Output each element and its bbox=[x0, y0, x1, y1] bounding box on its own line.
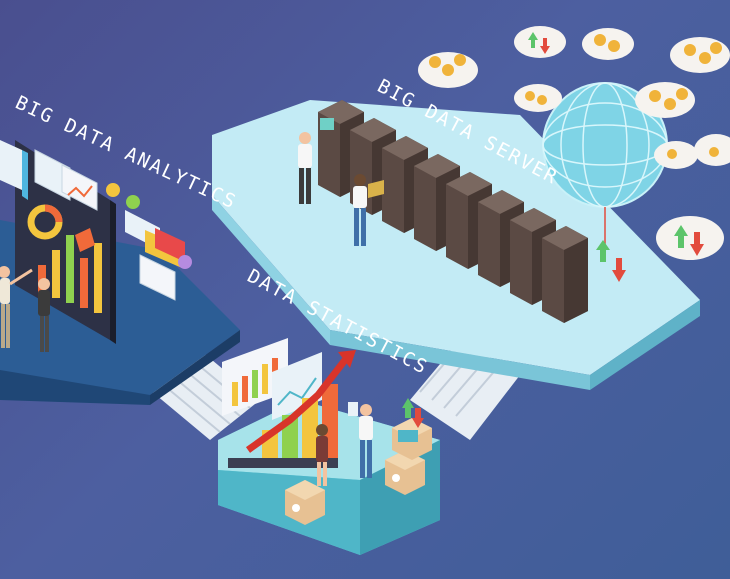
arrow-up-icon bbox=[674, 225, 688, 248]
person-icon bbox=[38, 278, 50, 352]
clouds bbox=[418, 26, 730, 260]
person-icon bbox=[298, 132, 312, 204]
arrow-down-icon bbox=[412, 408, 424, 428]
cloud-icon bbox=[654, 141, 698, 169]
cloud-icon bbox=[670, 37, 730, 73]
person-icon bbox=[316, 424, 328, 486]
server-people bbox=[298, 132, 384, 246]
cloud-icon bbox=[694, 134, 730, 166]
arrow-down-icon bbox=[612, 258, 626, 282]
box-icon bbox=[392, 418, 432, 460]
person-icon bbox=[0, 266, 33, 348]
analytics-cards bbox=[0, 140, 192, 301]
statistics-content bbox=[222, 338, 432, 525]
cloud-icon bbox=[582, 28, 634, 60]
arrow-up-icon bbox=[596, 240, 610, 262]
arrow-down-icon bbox=[690, 232, 704, 256]
analytics-people bbox=[0, 266, 50, 352]
server-racks bbox=[318, 100, 588, 323]
arrow-up-icon bbox=[528, 32, 538, 48]
person-icon bbox=[353, 174, 384, 246]
cloud-icon bbox=[418, 52, 478, 88]
cloud-icon bbox=[635, 82, 695, 118]
box-icon bbox=[285, 480, 325, 525]
cloud-icon bbox=[514, 84, 562, 112]
person-icon bbox=[348, 402, 373, 478]
cloud-icon bbox=[656, 216, 724, 260]
arrow-up-icon bbox=[402, 398, 414, 418]
cloud-icon bbox=[514, 26, 566, 58]
arrow-down-icon bbox=[540, 38, 550, 54]
server-rack-icon bbox=[542, 226, 588, 323]
